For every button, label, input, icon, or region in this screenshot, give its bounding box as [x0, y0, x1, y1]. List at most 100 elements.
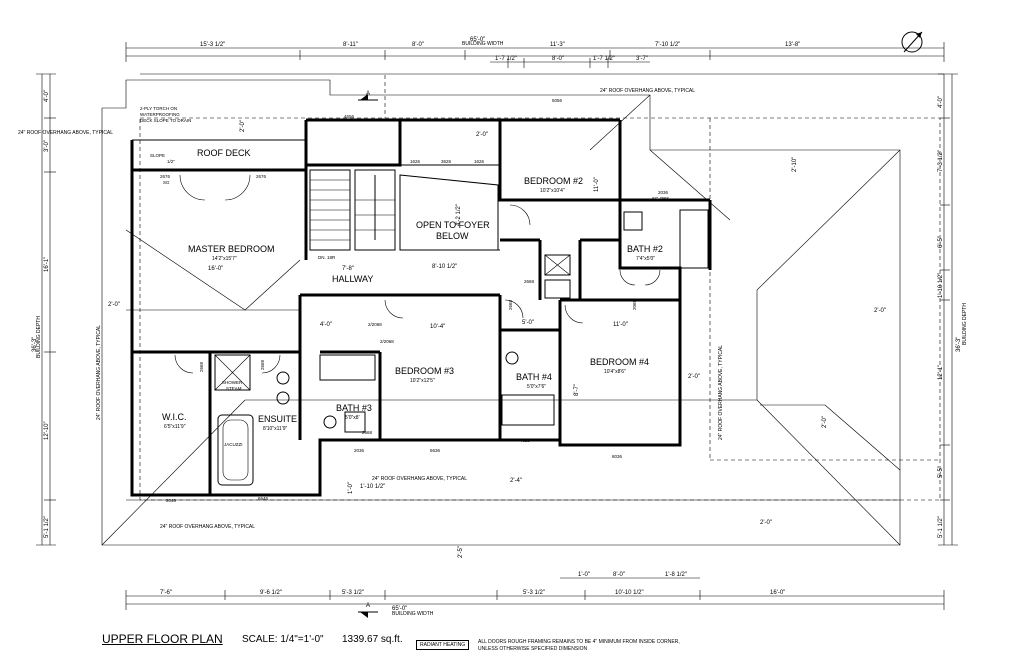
dim-right-d: 1'-10 1/2" — [938, 273, 944, 298]
staircase — [309, 169, 396, 251]
dim-top-f: 13'-8" — [785, 42, 800, 48]
dim-bot-total: 65'-0" — [392, 606, 407, 612]
dim-right-c: 6'-5" — [938, 236, 944, 248]
dim-top-total: 65'-0" — [470, 37, 485, 43]
window-sg-obs: SG OBS — [652, 196, 669, 201]
room-bath-4-size: 5'0"x7'6" — [527, 384, 546, 390]
dim-in-2-0g: 2'-0" — [240, 120, 246, 132]
door-2068a: 2/2068 — [380, 339, 394, 344]
dim-in-5-0: 5'-0" — [522, 320, 534, 326]
room-bedroom-3-size: 10'2"x12'5" — [410, 378, 435, 384]
window-2676b: 2676 — [256, 174, 267, 179]
dim-top-i: 1'-7 1/2" — [593, 56, 615, 62]
door-2668c: 2668 — [260, 359, 265, 370]
dim-right-b: 7'-3 1/2" — [938, 150, 944, 172]
room-open-to-foyer: OPEN TO FOYER — [416, 220, 490, 230]
note-slope-value: 1/2" — [167, 159, 175, 164]
door-swings — [174, 174, 661, 374]
dim-bot-b: 9'-6 1/2" — [260, 590, 282, 596]
door-2668a: 2668 — [524, 279, 535, 284]
room-below: BELOW — [436, 231, 469, 241]
note-overhang-top: 24" ROOF OVERHANG ABOVE, TYPICAL — [600, 88, 695, 94]
dim-in-2-4: 2'-4" — [510, 478, 522, 484]
dim-in-4-2: 4'-2 1/2" — [456, 204, 462, 226]
note-torch-on-2: WATERPROOFING — [140, 112, 180, 117]
room-wic: W.I.C. — [162, 412, 187, 422]
room-hallway: HALLWAY — [332, 274, 373, 284]
room-bath-3-size: 5'0"x8' — [345, 415, 360, 421]
plan-title: UPPER FLOOR PLAN — [102, 632, 223, 646]
top-dimension-lines — [125, 42, 945, 75]
section-label-top: A — [366, 91, 370, 97]
dim-top-g: 1'-7 1/2" — [495, 56, 517, 62]
dim-in-8-7: 8'-7" — [574, 384, 580, 396]
dim-top-d: 11'-3" — [550, 42, 565, 48]
room-bath-3: BATH #3 — [336, 403, 372, 413]
window-2036a: 2036 — [658, 190, 669, 195]
dim-in-2-0f: 2'-0" — [822, 416, 828, 428]
dim-bot-a: 7'-6" — [160, 590, 172, 596]
window-1626a: 1626 — [410, 159, 421, 164]
note-overhang-bottom: 24" ROOF OVERHANG ABOVE, TYPICAL — [160, 524, 255, 530]
dim-in-2-0a: 2'-0" — [108, 302, 120, 308]
window-4020: 4020 — [520, 438, 531, 443]
dim-right-a: 4'-0" — [938, 96, 944, 108]
dim-right-total: 36'-3" — [956, 337, 962, 352]
door-2068c: 2068 — [632, 299, 637, 310]
window-2676a: 2676 — [160, 174, 171, 179]
section-marker-top — [358, 94, 378, 101]
dim-in-2-0d: 2'-0" — [760, 520, 772, 526]
section-label-bottom: A — [366, 603, 370, 609]
room-bedroom-4: BEDROOM #4 — [590, 357, 649, 367]
framing-note-line-1: ALL DOORS ROUGH FRAMING REMAINS TO BE 4"… — [478, 639, 680, 645]
dim-bot-h: 8'-0" — [613, 572, 625, 578]
note-overhang-right: 24" ROOF OVERHANG ABOVE, TYPICAL — [718, 345, 724, 440]
shower-label: SHOWER — [222, 380, 243, 385]
shower-note: STEAM — [226, 386, 242, 391]
note-slope: SLOPE — [150, 153, 165, 158]
window-6646: 6646 — [258, 496, 269, 501]
bathroom-fixtures — [214, 209, 709, 486]
room-bedroom-3: BEDROOM #3 — [395, 366, 454, 376]
door-2668d: 2668 — [508, 299, 513, 310]
building-width-bottom: BUILDING WIDTH — [392, 611, 434, 617]
left-dimension-lines — [36, 73, 56, 546]
dim-in-2-0e: 2'-0" — [476, 132, 488, 138]
room-ensuite: ENSUITE — [258, 414, 297, 424]
note-torch-on-3: DECK SLOPE TO DRAIN — [140, 118, 191, 123]
dim-top-a: 15'-3 1/2" — [200, 42, 225, 48]
dim-in-1-10: 1'-10 1/2" — [360, 484, 385, 490]
framing-note-line-2: UNLESS OTHERWISE SPECIFIED DIMENSION — [478, 646, 588, 652]
dim-top-j: 3'-7" — [636, 56, 648, 62]
dim-left-total: 36'-3" — [32, 337, 38, 352]
dim-bot-g: 1'-0" — [578, 572, 590, 578]
note-overhang-left: 24" ROOF OVERHANG ABOVE, TYPICAL — [96, 325, 102, 420]
dim-top-e: 7'-10 1/2" — [655, 42, 680, 48]
dim-bot-c: 5'-3 1/2" — [342, 590, 364, 596]
right-dimension-lines — [938, 73, 958, 546]
building-depth-right: BUILDING DEPTH — [962, 303, 968, 345]
dim-bot-d: 5'-3 1/2" — [523, 590, 545, 596]
room-wic-size: 6'5"x11'9" — [164, 424, 186, 430]
plan-scale: SCALE: 1/4"=1'-0" — [242, 634, 324, 645]
room-bedroom-4-size: 10'4"x8'6" — [604, 369, 626, 375]
dim-left-a: 4'-0" — [44, 90, 50, 102]
dim-right-g: 5'-1 1/2" — [938, 516, 944, 538]
radiant-heating-legend: RADIANT HEATING — [416, 640, 470, 650]
dim-top-b: 8'-11" — [343, 42, 358, 48]
dim-left-c: 16'-1" — [44, 257, 50, 272]
dim-in-10-4: 10'-4" — [430, 324, 445, 330]
window-4656: 4656 — [344, 114, 355, 119]
jacuzzi-label: JACUZZI — [224, 442, 243, 447]
dim-in-1-0: 1'-0" — [348, 482, 354, 494]
plan-area: 1339.67 sq.ft. — [342, 634, 403, 645]
room-master-bedroom-size: 14'2"x15'7" — [212, 256, 237, 262]
dim-in-11-0: 11'-0" — [613, 322, 628, 328]
dim-top-h: 8'-0" — [552, 56, 564, 62]
dim-top-c: 8'-0" — [412, 42, 424, 48]
dim-right-e: 12'-1" — [938, 365, 944, 380]
room-roof-deck: ROOF DECK — [197, 148, 251, 158]
dim-bot-i: 1'-8 1/2" — [665, 572, 687, 578]
room-bath-2-size: 7'4"x5'0" — [636, 256, 655, 262]
dim-in-2-0b: 2'-0" — [874, 308, 886, 314]
